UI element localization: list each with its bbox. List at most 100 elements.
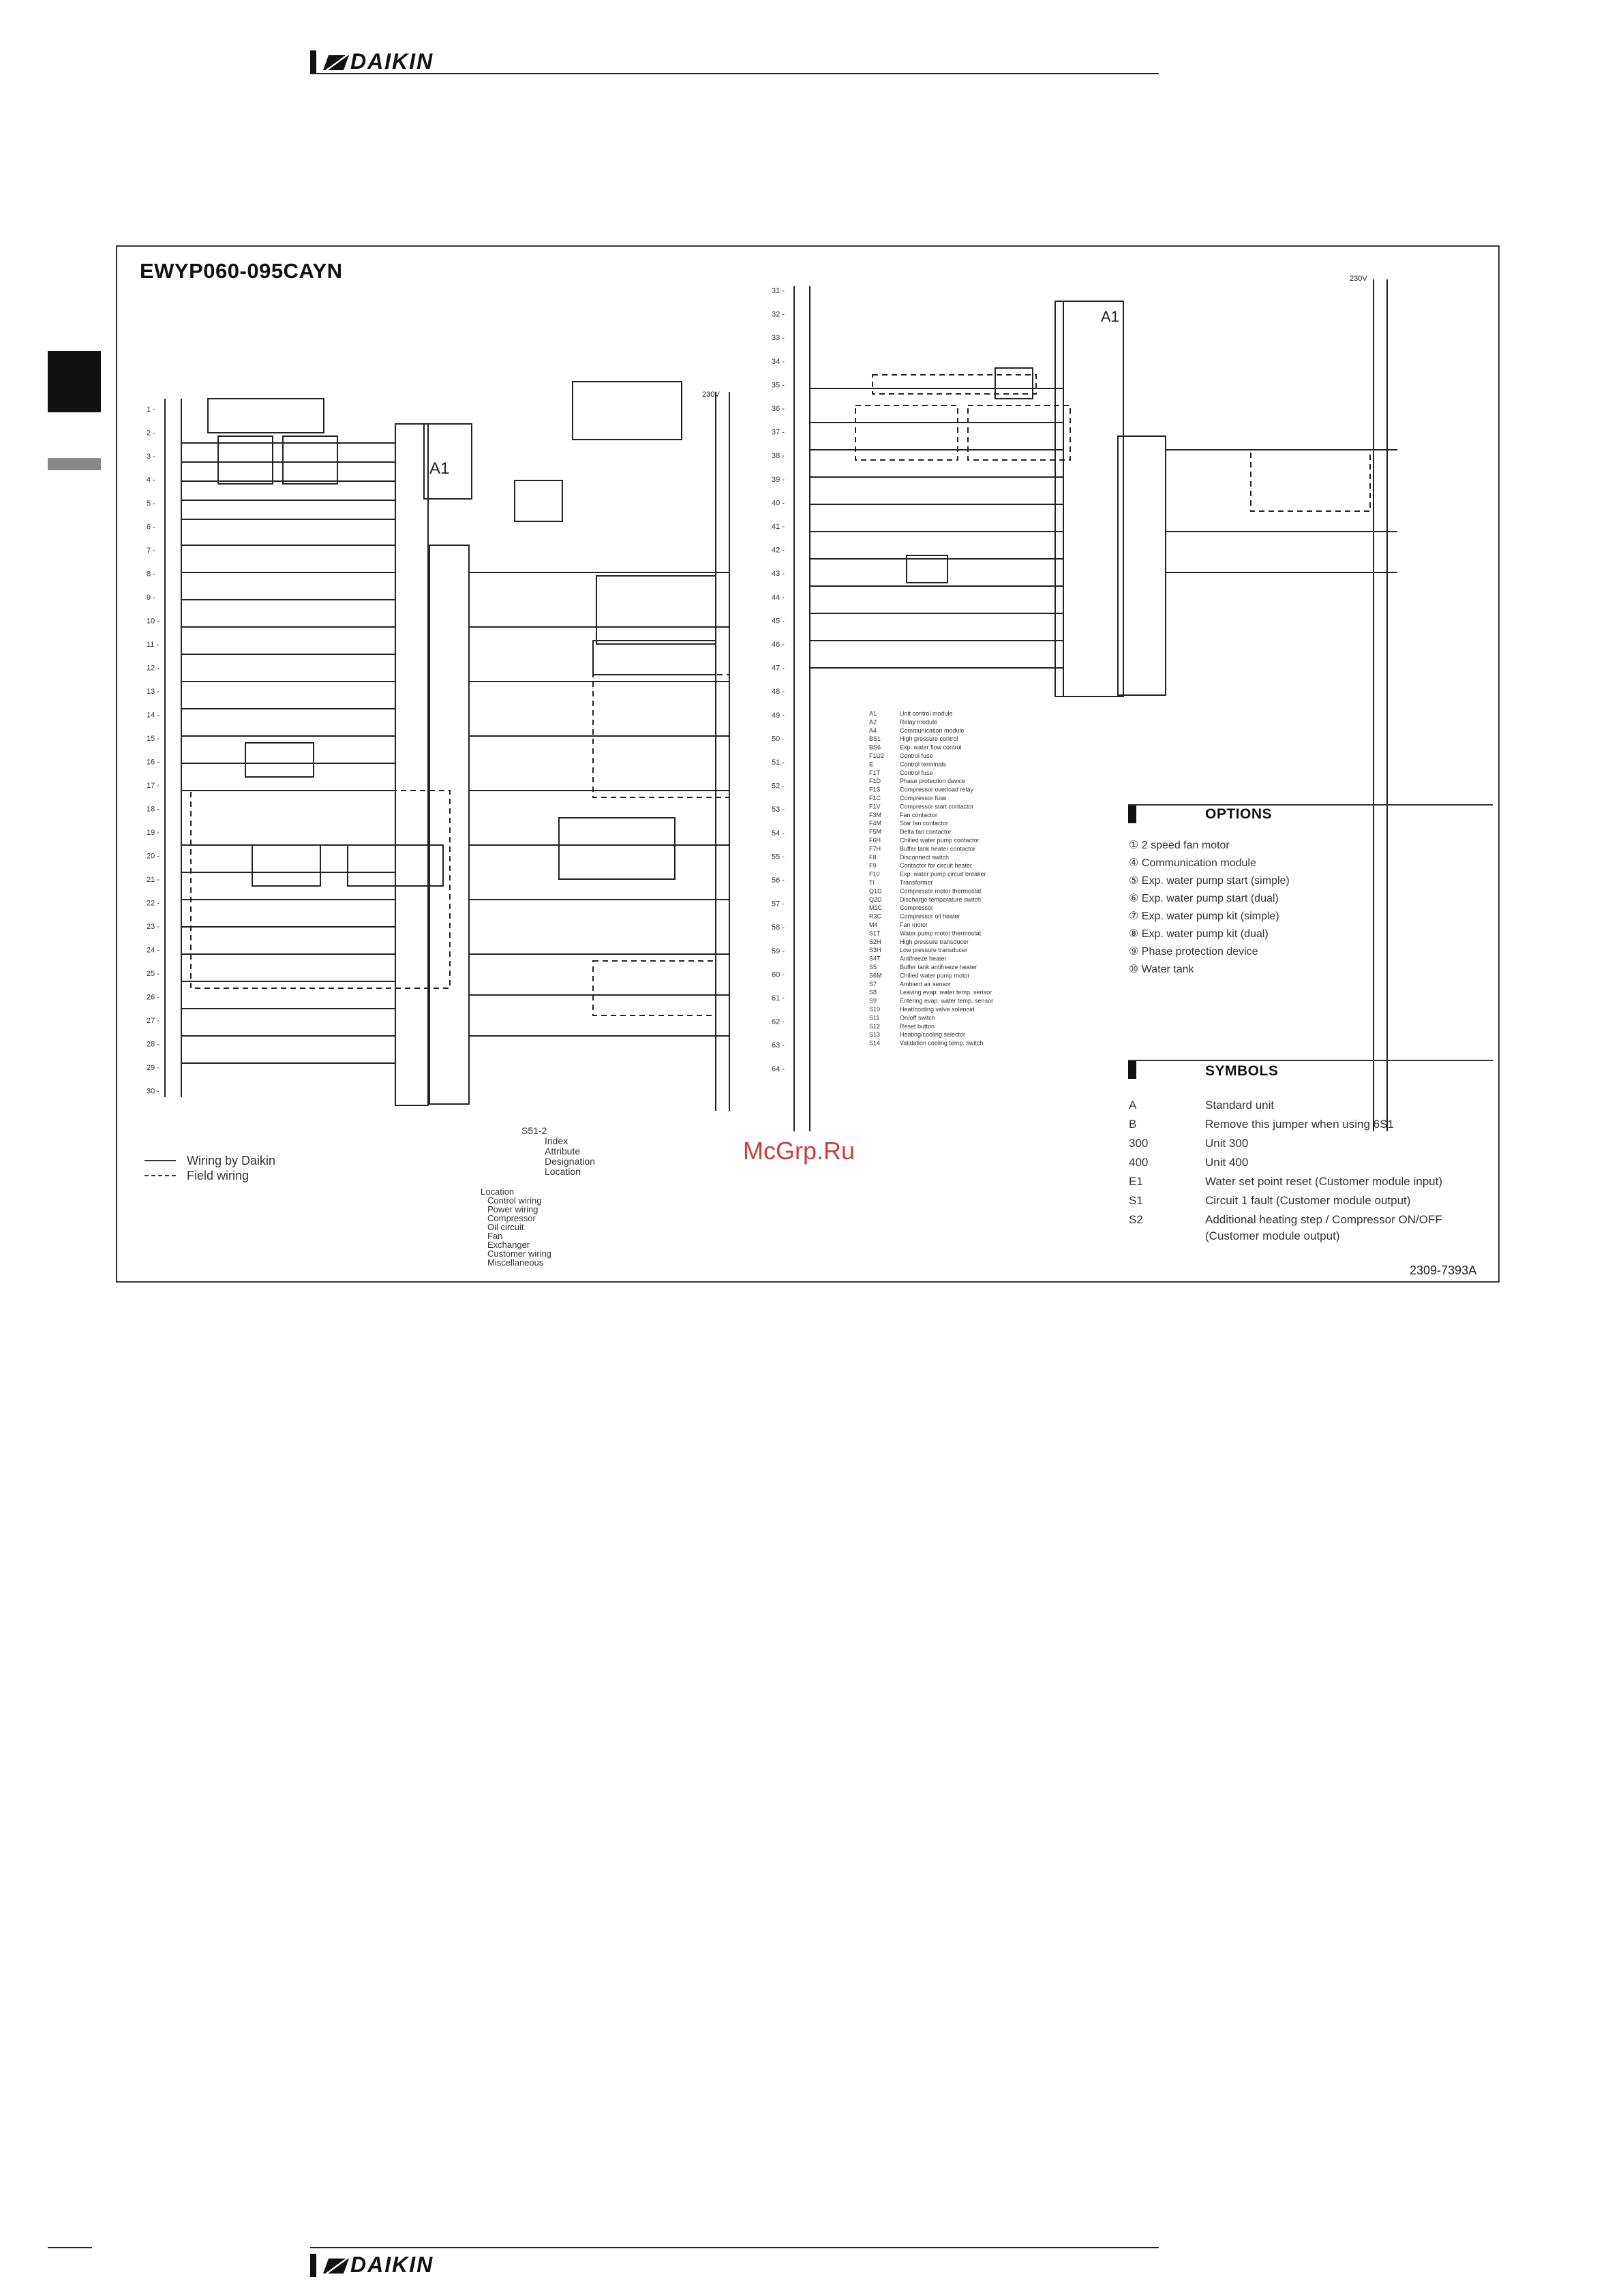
part-code: S2H <box>869 938 881 945</box>
option-item: ⑧ Exp. water pump kit (dual) <box>1129 928 1269 940</box>
option-item: ④ Communication module <box>1129 857 1256 869</box>
dashed-line-icon <box>145 1175 176 1176</box>
row-number: 9 - <box>147 594 155 602</box>
row-number: 12 - <box>147 664 160 673</box>
part-description: Leaving evap. water temp. sensor <box>900 989 992 996</box>
options-rule <box>1128 804 1493 806</box>
box-display <box>995 367 1033 399</box>
part-code: F1S <box>869 786 881 793</box>
section-tab <box>48 458 101 470</box>
dashed-fan-box <box>1250 449 1371 512</box>
a1-head <box>423 423 472 500</box>
symbol-key: S1 <box>1129 1194 1143 1207</box>
row-number: 64 - <box>772 1065 785 1073</box>
part-code: S11 <box>869 1014 879 1021</box>
part-description: Control fuse <box>900 769 933 776</box>
daikin-logo: DAIKIN <box>326 49 434 74</box>
part-code: S9 <box>869 998 877 1005</box>
part-description: On/off switch <box>900 1014 935 1021</box>
part-code: S5 <box>869 964 877 970</box>
part-description: Chilled water pump contactor <box>900 837 980 844</box>
part-code: S7 <box>869 981 877 988</box>
options-bar <box>1128 804 1136 823</box>
part-description: Compressor overload relay <box>900 786 974 793</box>
row-number: 47 - <box>772 664 785 673</box>
row-number: 10 - <box>147 617 160 626</box>
part-description: Disconnect switch <box>900 854 949 861</box>
row-number: 25 - <box>147 970 160 978</box>
row-number: 58 - <box>772 923 785 932</box>
part-code: F1V <box>869 803 881 810</box>
row-number: 18 - <box>147 806 160 814</box>
row-number: 27 - <box>147 1017 160 1025</box>
part-description: Heat/cooling valve solenoid <box>900 1006 975 1013</box>
row-number: 62 - <box>772 1018 785 1026</box>
box-bs <box>217 435 273 485</box>
row-number: 22 - <box>147 900 160 908</box>
row-number: 50 - <box>772 735 785 743</box>
terminal-block-right <box>1117 435 1166 696</box>
part-description: Low pressure transducer <box>900 947 967 953</box>
part-code: F5M <box>869 829 881 836</box>
header-brand: DAIKIN <box>310 49 434 74</box>
voltage-right: 230V <box>1350 275 1367 283</box>
symbol-value: Unit 300 <box>1205 1137 1249 1150</box>
row-number: 57 - <box>772 900 785 908</box>
symbol-value: Additional heating step / Compressor ON/… <box>1205 1213 1442 1226</box>
row-number: 4 - <box>147 476 155 485</box>
part-code: F6H <box>869 837 881 844</box>
part-code: F1C <box>869 795 881 801</box>
box-pump <box>558 817 676 880</box>
row-number: 2 - <box>147 429 155 438</box>
part-description: Buffer tank antifreeze heater <box>900 964 977 970</box>
part-code: TI <box>869 879 875 886</box>
location-line: Exchanger <box>487 1240 530 1250</box>
wiring-by-daikin-label: Wiring by Daikin <box>187 1153 276 1167</box>
chapter-tab <box>48 351 101 412</box>
symbol-value: Unit 400 <box>1205 1156 1249 1169</box>
row-number: 54 - <box>772 829 785 838</box>
field-wiring-label: Field wiring <box>187 1168 249 1182</box>
row-number: 32 - <box>772 311 785 319</box>
part-code: F10 <box>869 871 880 878</box>
part-code: A4 <box>869 727 877 734</box>
location-line: Customer wiring <box>487 1249 551 1259</box>
relay-column <box>429 545 470 1105</box>
symbols-rule <box>1128 1060 1493 1061</box>
part-description: Contactor for circuit heater <box>900 862 972 869</box>
part-code: F7H <box>869 845 881 852</box>
symbol-key: 400 <box>1129 1156 1149 1169</box>
row-number: 16 - <box>147 759 160 767</box>
solid-line-icon <box>145 1160 176 1161</box>
part-description: Communication module <box>900 727 965 734</box>
row-number: 17 - <box>147 782 160 790</box>
part-description: Control fuse <box>900 752 933 759</box>
part-code: R3C <box>869 913 882 920</box>
a1-module-left <box>395 423 429 1106</box>
part-description: High pressure control <box>900 735 958 742</box>
row-number: 45 - <box>772 617 785 625</box>
part-code: S8 <box>869 989 877 996</box>
part-description: Exp. water pump circuit breaker <box>900 871 986 878</box>
part-code: F8 <box>869 854 877 861</box>
part-description: Compressor fuse <box>900 795 947 801</box>
row-number: 46 - <box>772 641 785 649</box>
wiring-legend-dashed: Field wiring <box>145 1168 275 1183</box>
row-number: 40 - <box>772 499 785 507</box>
row-number: 26 - <box>147 994 160 1002</box>
index-key-code: S51-2 <box>521 1125 547 1136</box>
footer-brand: DAIKIN <box>310 2252 434 2278</box>
option-item: ⑥ Exp. water pump start (dual) <box>1129 893 1279 904</box>
part-description: Fan motor <box>900 921 928 928</box>
symbol-key: E1 <box>1129 1175 1143 1188</box>
part-code: F4M <box>869 820 881 827</box>
wiring-diagram: 1 -2 -3 -4 -5 -6 -7 -8 -9 -10 -11 -12 -1… <box>147 275 1397 1131</box>
part-description: Buffer tank heater contactor <box>900 845 975 852</box>
row-number: 8 - <box>147 570 155 579</box>
part-description: Compressor start contactor <box>900 803 974 810</box>
a1-label-right: A1 <box>1101 308 1119 325</box>
row-number: 34 - <box>772 358 785 366</box>
row-number: 11 - <box>147 641 159 649</box>
row-number: 19 - <box>147 829 160 837</box>
row-number: 38 - <box>772 452 785 460</box>
